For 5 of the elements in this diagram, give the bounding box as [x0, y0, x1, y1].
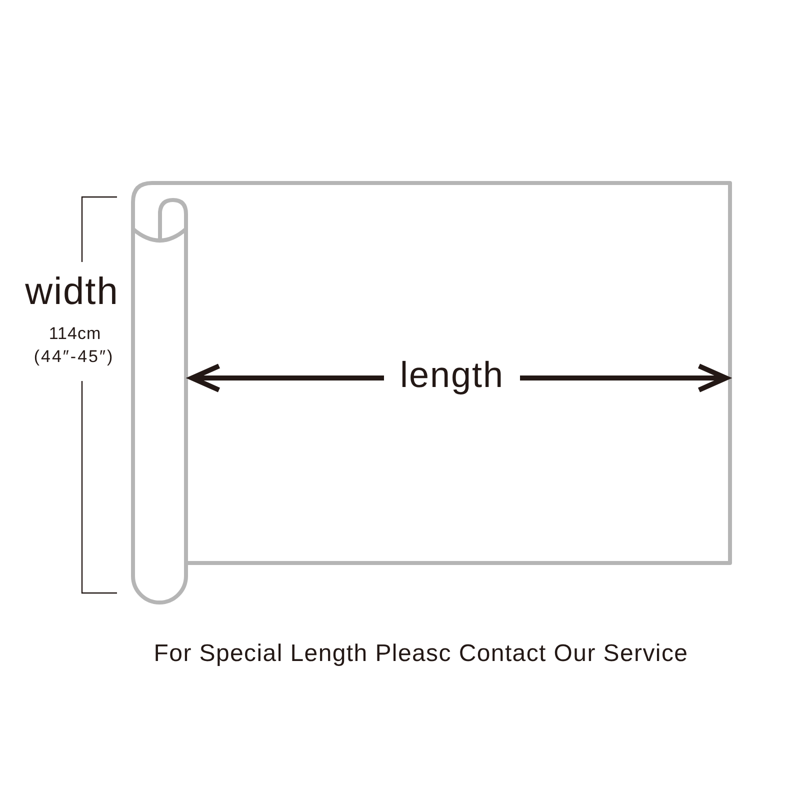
dimension-value: 114cm	[48, 325, 102, 342]
dimension-label: length	[400, 357, 504, 393]
note-text: For Special Length Pleasc Contact Our Service	[154, 642, 688, 666]
dimension-label: width	[25, 273, 119, 311]
dimension-value: (44″-45″)	[34, 348, 114, 365]
